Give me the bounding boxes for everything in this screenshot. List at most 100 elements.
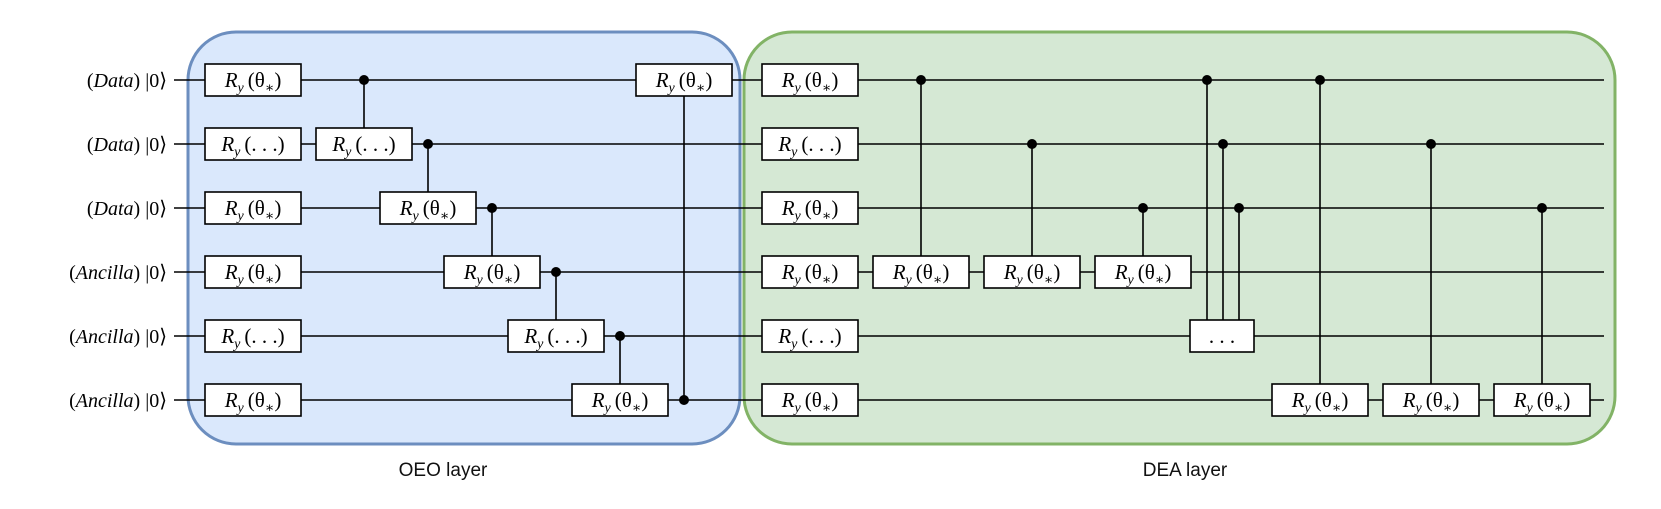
gate-box — [983, 255, 1081, 289]
ry-gate: Ry(θ∗) — [571, 383, 669, 417]
gate-box — [1493, 383, 1591, 417]
control-dot — [423, 139, 433, 149]
gate-label: Ry(θ∗) — [224, 260, 282, 288]
qubit-label-0: (Data) |0⟩ — [87, 70, 167, 92]
gate-box — [872, 255, 970, 289]
gate-label: Ry(θ∗) — [781, 196, 839, 224]
gate-label: Ry(θ∗) — [1003, 260, 1061, 288]
control-dot — [1202, 75, 1212, 85]
oeo-layer-label: OEO layer — [399, 460, 488, 481]
qubit-labels: (Data) |0⟩ (Data) |0⟩ (Data) |0⟩ (Ancill… — [69, 70, 167, 412]
gate-label: Ry(θ∗) — [892, 260, 950, 288]
ry-gate: Ry(θ∗) — [204, 255, 302, 289]
gate-box — [204, 127, 302, 161]
qubit-label-4: (Ancilla) |0⟩ — [69, 326, 167, 348]
gate-box — [1189, 319, 1255, 353]
control-dot — [1315, 75, 1325, 85]
ry-gate: Ry(θ∗) — [443, 255, 541, 289]
gate-label: Ry(θ∗) — [224, 388, 282, 416]
gate-box — [571, 383, 669, 417]
gate-label: Ry(θ∗) — [399, 196, 457, 224]
gate-box — [379, 191, 477, 225]
gate-box — [315, 127, 413, 161]
ry-gate: Ry(. . .) — [204, 319, 302, 353]
gate-box — [635, 63, 733, 97]
gate-box — [761, 255, 859, 289]
control-dot — [359, 75, 369, 85]
control-dot — [679, 395, 689, 405]
control-dot — [916, 75, 926, 85]
gate-label: Ry(θ∗) — [224, 196, 282, 224]
dea-layer-label: DEA layer — [1143, 460, 1228, 481]
ry-gate: Ry(θ∗) — [872, 255, 970, 289]
ry-gate: Ry(. . .) — [507, 319, 605, 353]
ry-gate: Ry(θ∗) — [1382, 383, 1480, 417]
gate-label: . . . — [1209, 324, 1235, 348]
ry-gate: Ry(θ∗) — [761, 191, 859, 225]
control-connectors — [359, 75, 1547, 405]
ry-gate: Ry(θ∗) — [379, 191, 477, 225]
gate-label: Ry(θ∗) — [1513, 388, 1571, 416]
ry-gate: Ry(θ∗) — [204, 63, 302, 97]
gate-box — [1271, 383, 1369, 417]
control-dot — [1537, 203, 1547, 213]
gate-box — [1382, 383, 1480, 417]
gate-label: Ry(θ∗) — [1402, 388, 1460, 416]
ry-gate: Ry(θ∗) — [1094, 255, 1192, 289]
ry-gate: Ry(θ∗) — [1271, 383, 1369, 417]
gate-box — [761, 319, 859, 353]
control-dot — [615, 331, 625, 341]
gate-label: Ry(θ∗) — [655, 68, 713, 96]
gate-label: Ry(θ∗) — [781, 68, 839, 96]
control-dot — [551, 267, 561, 277]
qubit-label-5: (Ancilla) |0⟩ — [69, 390, 167, 412]
ry-gate: Ry(θ∗) — [204, 383, 302, 417]
gate-box — [1094, 255, 1192, 289]
qubit-label-3: (Ancilla) |0⟩ — [69, 262, 167, 284]
gate-box — [204, 191, 302, 225]
control-dot — [1027, 139, 1037, 149]
gate-box — [507, 319, 605, 353]
gate-label: Ry(θ∗) — [1291, 388, 1349, 416]
control-dot — [1426, 139, 1436, 149]
ry-gate: Ry(. . .) — [761, 127, 859, 161]
gate-box — [761, 63, 859, 97]
dea-layer-box — [742, 30, 1617, 446]
ry-gate: Ry(θ∗) — [204, 191, 302, 225]
control-dot — [1138, 203, 1148, 213]
gate-box — [443, 255, 541, 289]
gate-box — [204, 319, 302, 353]
ry-gate: Ry(. . .) — [315, 127, 413, 161]
ry-gate: Ry(θ∗) — [983, 255, 1081, 289]
ry-gate: Ry(. . .) — [204, 127, 302, 161]
ry-gate: Ry(θ∗) — [1493, 383, 1591, 417]
gate-label: Ry(. . .) — [220, 324, 284, 352]
gate-box — [204, 383, 302, 417]
gate-label: Ry(. . .) — [777, 132, 841, 160]
gate-box — [204, 255, 302, 289]
gates: Ry(θ∗) Ry(. . .) Ry(θ∗) Ry(θ∗) Ry(. . .) Ry(θ… — [204, 63, 1591, 417]
ry-gate: Ry(θ∗) — [761, 383, 859, 417]
gate-label: Ry(θ∗) — [781, 388, 839, 416]
ry-gate: Ry(. . .) — [761, 319, 859, 353]
multi-controlled-gate: . . . — [1189, 319, 1255, 353]
gate-label: Ry(θ∗) — [1114, 260, 1172, 288]
ry-gate: Ry(θ∗) — [761, 255, 859, 289]
gate-label: Ry(. . .) — [777, 324, 841, 352]
gate-box — [204, 63, 302, 97]
gate-box — [761, 191, 859, 225]
gate-label: Ry(. . .) — [331, 132, 395, 160]
gate-box — [761, 383, 859, 417]
ry-gate: Ry(θ∗) — [635, 63, 733, 97]
gate-label: Ry(θ∗) — [591, 388, 649, 416]
qubit-label-2: (Data) |0⟩ — [87, 198, 167, 220]
gate-label: Ry(θ∗) — [781, 260, 839, 288]
ry-gate: Ry(θ∗) — [761, 63, 859, 97]
control-dot — [1218, 139, 1228, 149]
gate-label: Ry(. . .) — [220, 132, 284, 160]
gate-box — [761, 127, 859, 161]
gate-label: Ry(θ∗) — [224, 68, 282, 96]
control-dot — [1234, 203, 1244, 213]
gate-label: Ry(. . .) — [523, 324, 587, 352]
